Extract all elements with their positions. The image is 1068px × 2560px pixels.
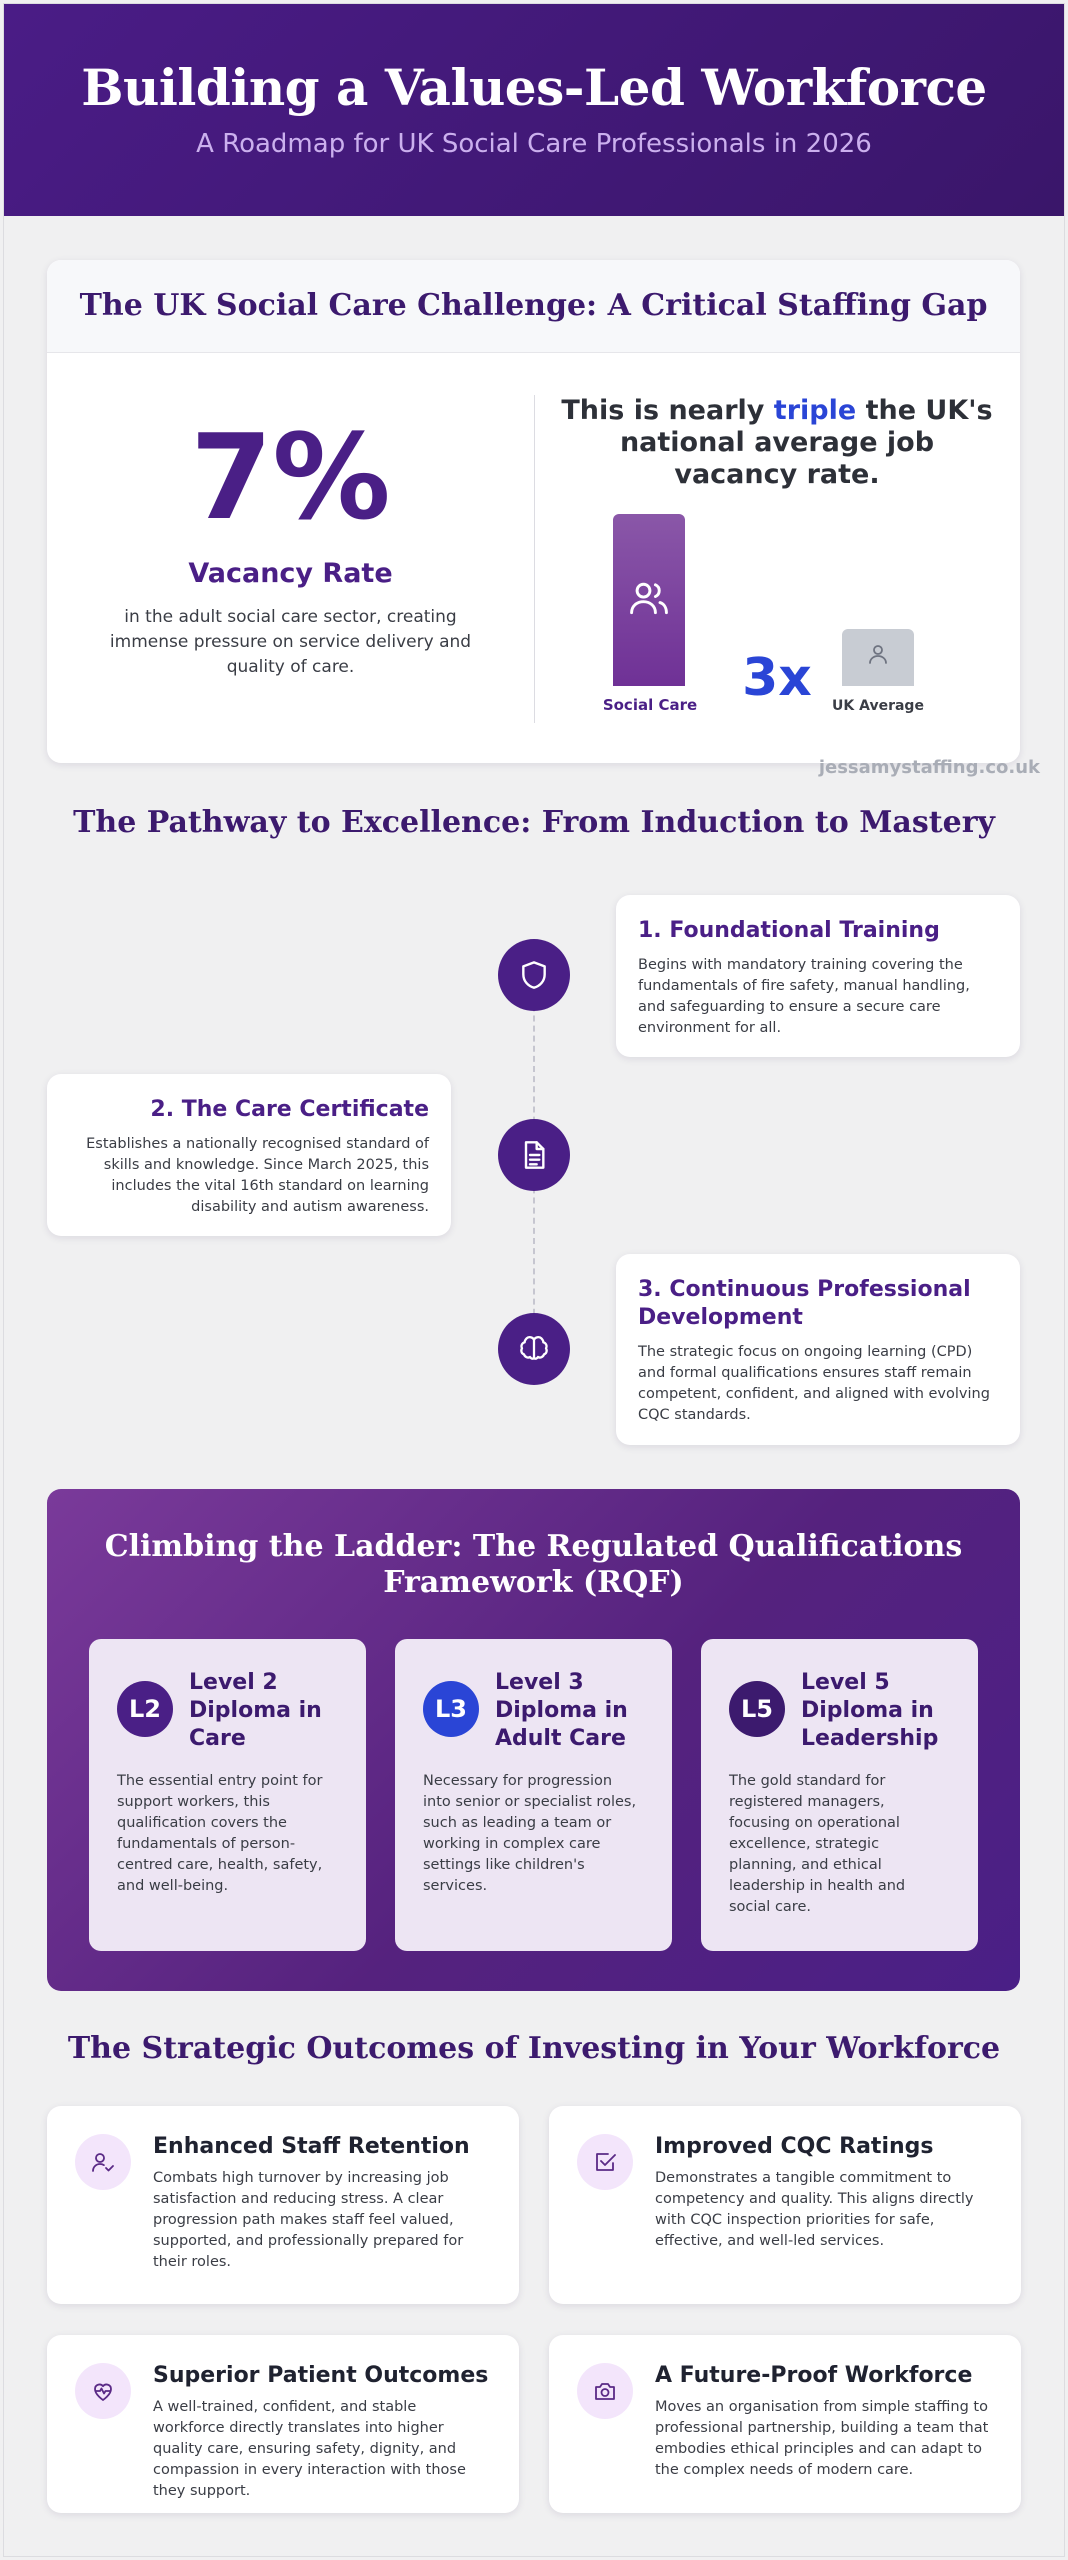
- outcome-description: A well-trained, confident, and stable wo…: [153, 2399, 466, 2499]
- camera-icon: [595, 2383, 615, 2400]
- checkbox-icon: [596, 2153, 616, 2171]
- level-title: Level 2 Diploma in Care: [189, 1670, 322, 1751]
- rqf-title: Climbing the Ladder: The Regulated Quali…: [104, 1529, 963, 1600]
- vacancy-stat-label: Vacancy Rate: [188, 558, 393, 589]
- chart-label-uk-average: UK Average: [832, 698, 924, 714]
- heart-pulse-icon: [94, 2383, 112, 2401]
- rqf-level-2-card: L2 Level 2 Diploma in Care The essential…: [89, 1639, 366, 1951]
- vertical-divider: [534, 395, 535, 723]
- outcome-title: Enhanced Staff Retention: [153, 2134, 470, 2159]
- pathway-step-title: 3. Continuous Professional Development: [638, 1277, 971, 1330]
- shield-icon: [522, 961, 546, 989]
- rqf-level-5-card: L5 Level 5 Diploma in Leadership The gol…: [701, 1639, 978, 1951]
- chart-label-social-care: Social Care: [602, 696, 698, 714]
- pathway-title: The Pathway to Excellence: From Inductio…: [73, 805, 995, 840]
- pathway-step-description: Begins with mandatory training covering …: [638, 957, 970, 1036]
- outcome-title: Superior Patient Outcomes: [153, 2363, 489, 2388]
- outcome-icon-badge: [75, 2363, 131, 2419]
- page-subtitle: A Roadmap for UK Social Care Professiona…: [196, 129, 872, 159]
- vacancy-stat-description: in the adult social care sector, creatin…: [109, 607, 472, 677]
- chart-bar-uk-average: [842, 629, 914, 686]
- vacancy-stat-value: 7%: [190, 408, 391, 546]
- watermark: jessamystaffing.co.uk: [818, 757, 1040, 778]
- level-description: Necessary for progression into senior or…: [423, 1773, 637, 1894]
- outcome-card-patient: Superior Patient Outcomes A well-trained…: [47, 2335, 519, 2513]
- rqf-level-3-card: L3 Level 3 Diploma in Adult Care Necessa…: [395, 1639, 672, 1951]
- pathway-step-2: 2. The Care Certificate Establishes a na…: [47, 1074, 451, 1236]
- outcome-title: Improved CQC Ratings: [655, 2134, 934, 2159]
- level-description: The essential entry point for support wo…: [117, 1773, 323, 1894]
- outcome-card-retention: Enhanced Staff Retention Combats high tu…: [47, 2106, 519, 2304]
- user-check-icon: [92, 2153, 114, 2172]
- level-badge: L3: [423, 1681, 479, 1737]
- document-icon: [524, 1141, 545, 1169]
- level-title: Level 3 Diploma in Adult Care: [495, 1670, 628, 1751]
- pathway-step-3: 3. Continuous Professional Development T…: [616, 1254, 1020, 1445]
- outcome-description: Demonstrates a tangible commitment to co…: [655, 2170, 974, 2249]
- outcomes-title: The Strategic Outcomes of Investing in Y…: [67, 2031, 1001, 2066]
- brain-icon: [520, 1336, 548, 1360]
- timeline-node-2: [498, 1119, 570, 1191]
- pathway-step-1: 1. Foundational Training Begins with man…: [616, 895, 1020, 1057]
- level-badge: L5: [729, 1681, 785, 1737]
- outcome-description: Combats high turnover by increasing job …: [153, 2170, 464, 2270]
- level-title: Level 5 Diploma in Leadership: [801, 1670, 939, 1751]
- comparison-highlight: triple: [773, 395, 857, 426]
- outcome-icon-badge: [577, 2134, 633, 2190]
- hero-header: Building a Values-Led Workforce A Roadma…: [4, 4, 1064, 216]
- user-icon: [869, 645, 887, 664]
- outcome-icon-badge: [577, 2363, 633, 2419]
- challenge-title: The UK Social Care Challenge: A Critical…: [79, 288, 988, 323]
- pathway-step-description: Establishes a nationally recognised stan…: [86, 1136, 429, 1215]
- pathway-step-title: 2. The Care Certificate: [150, 1097, 429, 1122]
- chart-bar-social-care: [613, 514, 685, 686]
- outcome-title: A Future-Proof Workforce: [655, 2363, 973, 2388]
- level-badge: L2: [117, 1681, 173, 1737]
- outcome-icon-badge: [75, 2134, 131, 2190]
- multiplier-label: 3x: [742, 648, 812, 708]
- page-title: Building a Values-Led Workforce: [81, 58, 987, 117]
- timeline-node-1: [498, 939, 570, 1011]
- timeline-node-3: [498, 1313, 570, 1385]
- outcome-card-future: A Future-Proof Workforce Moves an organi…: [549, 2335, 1021, 2513]
- challenge-header: The UK Social Care Challenge: A Critical…: [47, 260, 1020, 353]
- page-frame: [3, 3, 1065, 2557]
- outcome-card-cqc: Improved CQC Ratings Demonstrates a tang…: [549, 2106, 1021, 2304]
- level-description: The gold standard for registered manager…: [729, 1773, 906, 1915]
- pathway-step-description: The strategic focus on ongoing learning …: [638, 1344, 990, 1423]
- rqf-section: Climbing the Ladder: The Regulated Quali…: [47, 1489, 1020, 1991]
- users-icon: [630, 582, 668, 615]
- comparison-post: the UK's national average job vacancy ra…: [619, 395, 993, 490]
- comparison-text: This is nearly triple the UK's national …: [557, 395, 997, 491]
- outcome-description: Moves an organisation from simple staffi…: [655, 2399, 989, 2478]
- challenge-card: The UK Social Care Challenge: A Critical…: [47, 260, 1020, 763]
- comparison-pre: This is nearly: [561, 395, 774, 426]
- pathway-step-title: 1. Foundational Training: [638, 918, 940, 943]
